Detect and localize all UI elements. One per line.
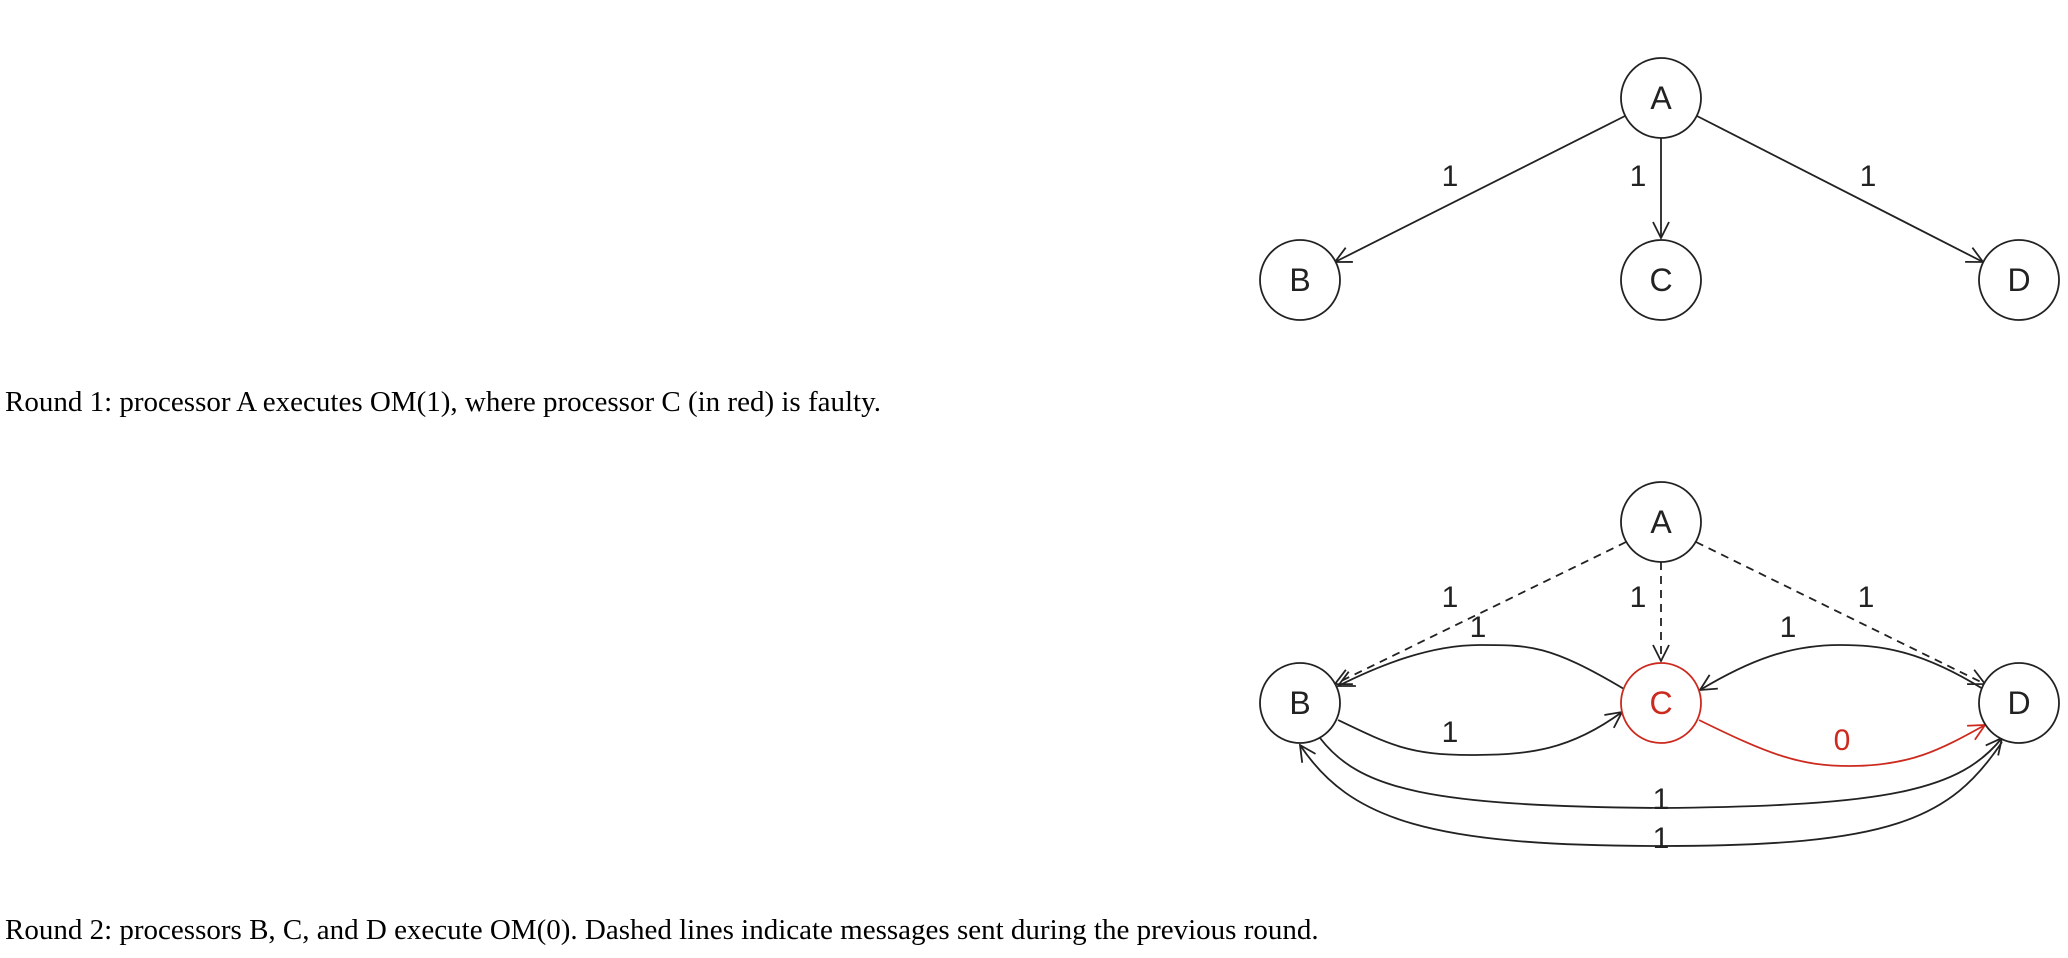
edge-line [1696,115,1984,263]
edge-label: 1 [1858,581,1875,614]
edge-label: 1 [1442,581,1459,614]
round2-edge-a-d: 1 [1695,541,1987,686]
node-label: A [1650,504,1672,540]
round2-edge-c-d: 0 [1698,719,1987,767]
round2-node-b: B [1259,662,1341,744]
round1-diagram: 1 1 1 A B C D [1259,57,2060,321]
node-circle [1620,481,1702,563]
arrowhead [1698,674,1718,692]
round1-node-b: B [1259,239,1341,321]
arrowhead [1336,671,1356,687]
round2-node-d: D [1978,662,2060,744]
round1-edge-a-b: 1 [1333,115,1626,263]
edge-line [1334,115,1626,263]
edge-label: 1 [1860,160,1877,193]
round2-node-a: A [1620,481,1702,563]
edge-line [1699,644,1984,691]
round2-node-c: C [1620,662,1702,744]
round1-edge-a-c: 1 [1630,138,1670,241]
node-circle [1978,239,2060,321]
node-label: B [1289,262,1310,298]
node-label: C [1649,262,1672,298]
edge-line [1337,644,1625,690]
round2-edge-c-b: 1 [1336,611,1625,690]
round2-edge-d-b: 1 [1298,741,2003,855]
node-circle [1978,662,2060,744]
edge-line [1299,741,2003,847]
edge-line [1337,711,1623,756]
edge-line [1698,719,1986,767]
node-circle [1259,239,1341,321]
edge-label: 1 [1442,716,1459,749]
node-label: B [1289,685,1310,721]
round2-edge-d-c: 1 [1698,611,1984,692]
arrowhead [1652,221,1670,241]
round2-edge-b-c: 1 [1337,710,1624,756]
edge-label: 1 [1653,783,1670,816]
edge-line [1319,737,2003,809]
edge-line [1695,541,1986,685]
round1-caption: Round 1: processor A executes OM(1), whe… [5,386,881,418]
round2-edge-a-c: 1 [1630,562,1670,664]
round1-node-a: A [1620,57,1702,139]
edge-line [1334,541,1627,685]
round1-node-c: C [1620,239,1702,321]
arrowhead [1652,644,1670,664]
round2-edge-b-d: 1 [1319,736,2004,816]
round2-caption: Round 2: processors B, C, and D execute … [5,914,1319,946]
round2-edge-a-b: 1 [1333,541,1627,686]
node-circle [1620,662,1702,744]
round1-node-d: D [1978,239,2060,321]
edge-label: 1 [1653,822,1670,855]
node-label: D [2007,262,2030,298]
node-circle [1259,662,1341,744]
edge-label: 1 [1630,160,1647,193]
edge-label: 1 [1780,611,1797,644]
edge-label: 1 [1470,611,1487,644]
round1-edge-a-d: 1 [1696,115,1985,263]
node-circle [1620,239,1702,321]
edge-label: 1 [1630,581,1647,614]
node-circle [1620,57,1702,139]
node-label: A [1650,80,1672,116]
node-label: C [1649,685,1672,721]
arrowhead [1298,743,1316,763]
node-label: D [2007,685,2030,721]
edge-label: 1 [1442,160,1459,193]
edge-label: 0 [1834,724,1851,757]
